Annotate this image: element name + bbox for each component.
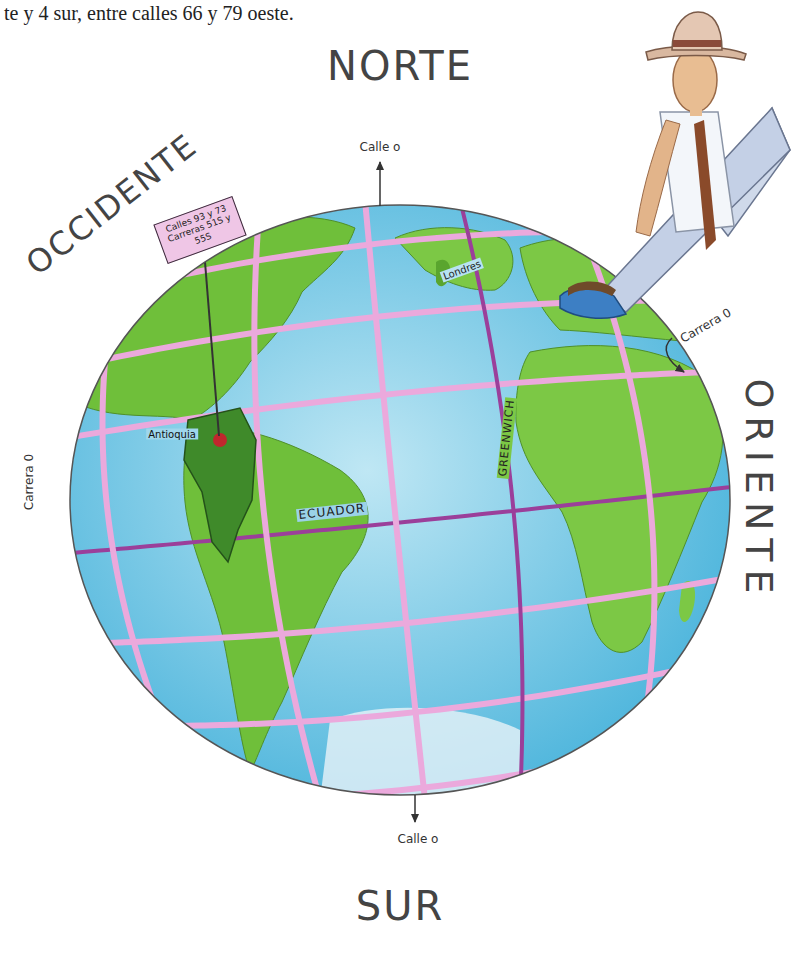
cardinal-point: SUR <box>356 884 444 928</box>
north-arrow <box>379 162 381 206</box>
street-label: Carrera 0 <box>678 306 733 346</box>
longitude-line <box>254 190 323 810</box>
globe-grid <box>40 190 765 810</box>
cardinal-point: NORTE <box>327 44 473 88</box>
cardinal-point: ORIENTE <box>737 378 779 601</box>
south-arrow <box>414 795 416 822</box>
greenwich-line <box>457 190 522 810</box>
region-label: Antioquia <box>146 429 198 440</box>
carrera-arrow <box>666 338 684 372</box>
antioquia-marker <box>213 433 227 447</box>
flag-pole <box>205 262 219 436</box>
sitting-man <box>560 12 790 318</box>
street-label: Carrera 0 <box>23 454 36 510</box>
longitude-line <box>103 190 200 810</box>
latitude-line <box>40 370 760 442</box>
street-label: Calle o <box>398 833 439 846</box>
longitude-line <box>364 190 426 810</box>
street-label: Calle o <box>360 141 401 154</box>
latitude-line <box>40 300 760 373</box>
latitude-line <box>40 718 760 799</box>
cropped-text: te y 4 sur, entre calles 66 y 79 oeste. <box>4 2 294 24</box>
